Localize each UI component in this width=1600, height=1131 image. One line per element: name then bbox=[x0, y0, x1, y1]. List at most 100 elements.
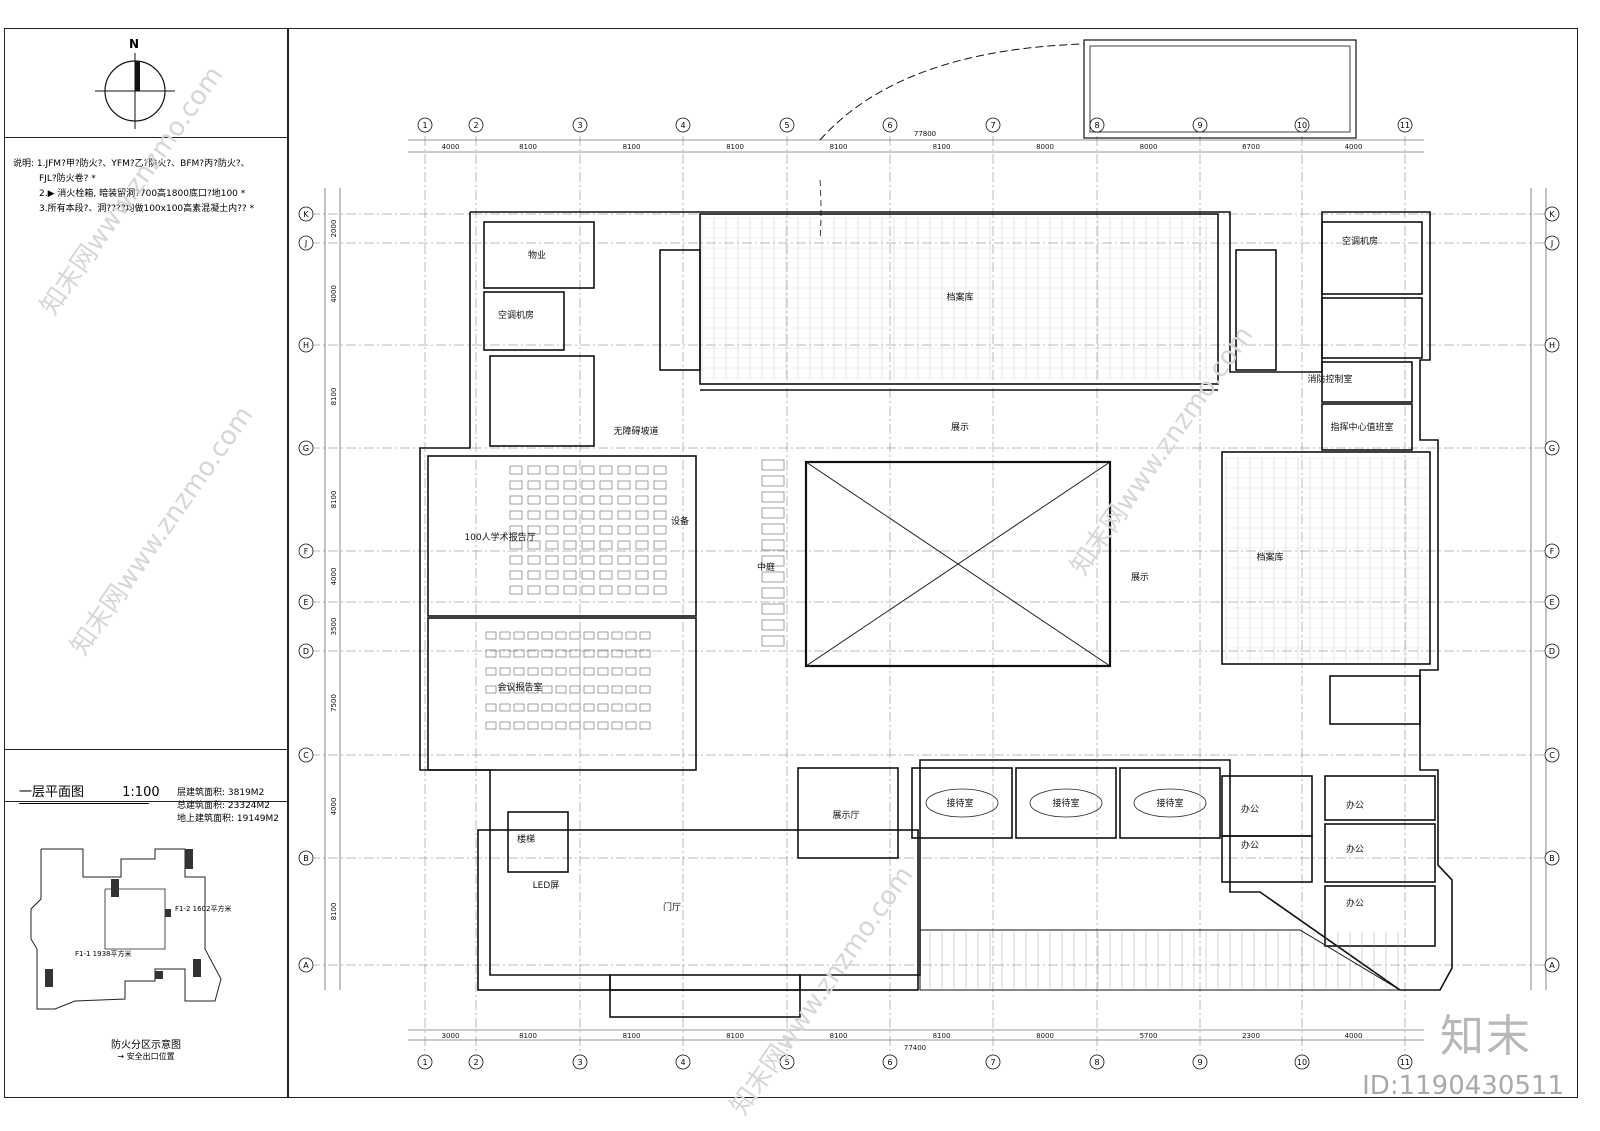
svg-text:3: 3 bbox=[577, 121, 582, 130]
dim-span-top: 8100 bbox=[623, 143, 641, 151]
seat bbox=[509, 495, 523, 505]
svg-text:H: H bbox=[1549, 341, 1555, 350]
seat bbox=[611, 631, 623, 640]
axis-bubble-F: F bbox=[298, 543, 314, 559]
axis-bubble-A: A bbox=[298, 957, 314, 973]
conference-table bbox=[925, 788, 999, 818]
room-label-r8: 展示 bbox=[951, 422, 969, 433]
room-label-r7: 无障碍坡道 bbox=[613, 425, 658, 437]
seat bbox=[597, 721, 609, 730]
dim-span-bottom: 8100 bbox=[933, 1032, 951, 1040]
svg-text:H: H bbox=[303, 341, 309, 350]
room-label-r16: 接待室 bbox=[946, 797, 973, 809]
display-case bbox=[761, 603, 785, 615]
svg-text:9: 9 bbox=[1197, 1058, 1202, 1067]
axis-bubble-4: 4 bbox=[675, 117, 691, 133]
axis-bubble-5: 5 bbox=[779, 117, 795, 133]
seat bbox=[611, 667, 623, 676]
seat bbox=[597, 667, 609, 676]
room-label-r21: 办公 bbox=[1346, 799, 1364, 811]
seat bbox=[635, 495, 649, 505]
seat bbox=[527, 649, 539, 658]
seat bbox=[541, 721, 553, 730]
seat bbox=[513, 631, 525, 640]
seat bbox=[499, 631, 511, 640]
dim-span-top: 4000 bbox=[442, 143, 460, 151]
svg-text:A: A bbox=[1549, 961, 1555, 970]
svg-text:C: C bbox=[303, 751, 309, 760]
dim-span-left: 2000 bbox=[330, 220, 338, 238]
seat bbox=[563, 510, 577, 520]
seat bbox=[653, 555, 667, 565]
axis-bubble-K: K bbox=[298, 206, 314, 222]
seat bbox=[653, 495, 667, 505]
dim-span-bottom: 8100 bbox=[519, 1032, 537, 1040]
seat bbox=[599, 465, 613, 475]
svg-text:7: 7 bbox=[990, 121, 995, 130]
axis-bubble-1: 1 bbox=[417, 117, 433, 133]
compass-label: N bbox=[129, 37, 140, 51]
seat bbox=[563, 570, 577, 580]
room-label-r5: 消防控制室 bbox=[1307, 373, 1352, 385]
seat bbox=[513, 703, 525, 712]
svg-text:D: D bbox=[303, 647, 309, 656]
svg-text:9: 9 bbox=[1197, 121, 1202, 130]
dim-span-bottom: 5700 bbox=[1140, 1032, 1158, 1040]
seat bbox=[599, 510, 613, 520]
seat bbox=[509, 525, 523, 535]
seat bbox=[513, 685, 525, 694]
room-label-r6: 指挥中心值班室 bbox=[1330, 421, 1393, 433]
svg-text:E: E bbox=[1549, 598, 1554, 607]
dim-span-top: 8100 bbox=[933, 143, 951, 151]
svg-text:3: 3 bbox=[577, 1058, 582, 1067]
drawing-title: 一层平面图 bbox=[19, 785, 85, 800]
axis-bubble-D: D bbox=[1544, 643, 1560, 659]
room-label-r23: 办公 bbox=[1346, 897, 1364, 909]
seat bbox=[527, 555, 541, 565]
room-label-r26: 楼梯 bbox=[517, 833, 535, 845]
axis-bubble-G: G bbox=[298, 440, 314, 456]
seat bbox=[653, 465, 667, 475]
svg-text:K: K bbox=[303, 210, 309, 219]
seat bbox=[485, 721, 497, 730]
svg-text:J: J bbox=[304, 239, 307, 248]
area-stats: 层建筑面积: 3819M2 总建筑面积: 23324M2 地上建筑面积: 191… bbox=[177, 787, 279, 826]
seat bbox=[545, 510, 559, 520]
seat bbox=[581, 510, 595, 520]
seat bbox=[611, 721, 623, 730]
dim-span-bottom: 4000 bbox=[1345, 1032, 1363, 1040]
room-label-r3: 档案库 bbox=[946, 291, 973, 303]
seat bbox=[541, 649, 553, 658]
seat bbox=[639, 721, 651, 730]
seat bbox=[509, 570, 523, 580]
dim-span-top: 8100 bbox=[726, 143, 744, 151]
seat bbox=[599, 540, 613, 550]
dim-span-left: 4000 bbox=[330, 798, 338, 816]
seat bbox=[639, 649, 651, 658]
seat bbox=[569, 631, 581, 640]
axis-bubble-2: 2 bbox=[468, 117, 484, 133]
seat bbox=[569, 721, 581, 730]
room-label-r18: 接待室 bbox=[1156, 797, 1183, 809]
svg-text:6: 6 bbox=[887, 121, 892, 130]
room-label-r19: 办公 bbox=[1241, 803, 1259, 815]
seat bbox=[653, 525, 667, 535]
stat-line: 层建筑面积: 3819M2 bbox=[177, 788, 265, 798]
seat bbox=[527, 510, 541, 520]
axis-bubble-10: 10 bbox=[1294, 1054, 1310, 1070]
room-label-r14: 展示 bbox=[1131, 572, 1149, 583]
watermark-logo: 知末 bbox=[1440, 1011, 1532, 1062]
svg-text:G: G bbox=[303, 444, 309, 453]
room-label-r13: 档案库 bbox=[1256, 551, 1283, 563]
svg-text:B: B bbox=[303, 854, 309, 863]
seat bbox=[509, 510, 523, 520]
display-case bbox=[761, 491, 785, 503]
dim-span-top: 6700 bbox=[1242, 143, 1260, 151]
seat bbox=[625, 721, 637, 730]
seat bbox=[513, 667, 525, 676]
display-case bbox=[761, 507, 785, 519]
seat bbox=[635, 480, 649, 490]
seat bbox=[541, 685, 553, 694]
